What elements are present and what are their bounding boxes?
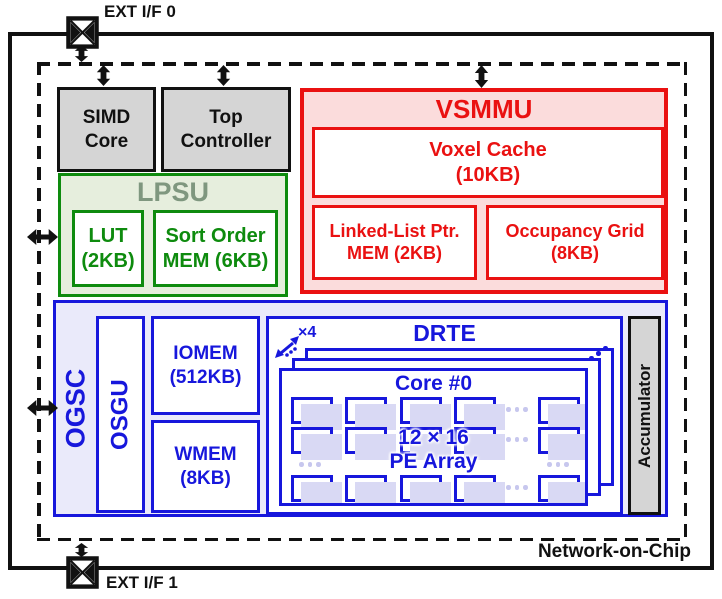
crossbar-switch-icon xyxy=(66,16,99,49)
drte-title: DRTE xyxy=(413,320,476,346)
ogsc-block: OGSC OSGU IOMEM (512KB) WMEM (8KB) DRTE … xyxy=(53,300,668,517)
osgu-text: OSGU xyxy=(106,379,134,450)
pe-ellipsis xyxy=(299,462,321,467)
ext-if-1-label: EXT I/F 1 xyxy=(106,573,178,592)
noc-border-left xyxy=(37,62,41,541)
drte-block: DRTE ×4 Core #0 xyxy=(266,316,623,515)
pe-cell xyxy=(454,427,505,460)
ogsc-title: OGSC xyxy=(56,303,96,514)
pe-cell xyxy=(538,427,585,460)
accumulator-text: Accumulator xyxy=(634,363,654,468)
occupancy-grid-block: Occupancy Grid (8KB) xyxy=(486,205,664,280)
bidir-arrow-icon xyxy=(27,229,58,245)
pe-cell xyxy=(345,397,396,430)
pe-cell xyxy=(291,427,342,460)
bidir-arrow-icon xyxy=(74,45,89,62)
noc-border-bottom xyxy=(37,537,687,541)
linked-list-ptr-mem-block: Linked-List Ptr. MEM (2KB) xyxy=(312,205,477,280)
chip-outer-boundary xyxy=(8,32,714,570)
pe-cell xyxy=(538,475,585,503)
pe-cell xyxy=(454,475,505,503)
lpsu-title: LPSU xyxy=(136,177,209,207)
stack-ellipsis-dot xyxy=(603,346,608,351)
core-count-label: ×4 xyxy=(298,324,317,341)
osgu-block: OSGU xyxy=(96,316,145,513)
ogsc-title-text: OGSC xyxy=(60,368,91,449)
pe-cell xyxy=(538,397,585,430)
accumulator-block: Accumulator xyxy=(628,316,661,515)
pe-ellipsis xyxy=(506,485,528,490)
pe-cell xyxy=(345,475,396,503)
pe-cell xyxy=(400,475,451,503)
sort-order-mem-block: Sort Order MEM (6KB) xyxy=(153,210,278,287)
simd-core-block: SIMD Core xyxy=(57,87,156,172)
lpsu-block: LPSU LUT (2KB) Sort Order MEM (6KB) xyxy=(58,173,288,297)
pe-cell xyxy=(400,397,451,430)
noc-border-top xyxy=(37,62,687,66)
pe-ellipsis xyxy=(547,462,569,467)
bidir-arrow-icon xyxy=(96,65,111,86)
iomem-block: IOMEM (512KB) xyxy=(151,316,260,415)
top-controller-block: Top Controller xyxy=(161,87,291,172)
stack-expand-arrow-icon xyxy=(273,334,303,362)
bidir-arrow-icon xyxy=(216,65,231,86)
vsmmu-title: VSMMU xyxy=(435,94,533,124)
bidir-arrow-icon xyxy=(74,543,89,557)
lut-block: LUT (2KB) xyxy=(72,210,144,287)
stack-ellipsis-dot xyxy=(589,356,594,361)
crossbar-switch-icon xyxy=(66,556,99,589)
pe-ellipsis xyxy=(506,407,528,412)
vsmmu-block: VSMMU Voxel Cache (10KB) Linked-List Ptr… xyxy=(300,88,668,294)
wmem-block: WMEM (8KB) xyxy=(151,420,260,513)
pe-cell xyxy=(291,475,342,503)
ext-if-0-label: EXT I/F 0 xyxy=(104,2,176,21)
noc-label: Network-on-Chip xyxy=(537,541,691,562)
pe-cell xyxy=(291,397,342,430)
noc-border-right xyxy=(683,62,687,541)
pe-cell xyxy=(400,427,451,460)
core-0-card: Core #0 12 × 16 PE Arra xyxy=(279,368,588,506)
bidir-arrow-icon xyxy=(27,400,58,416)
bidir-arrow-icon xyxy=(474,65,489,88)
noc-dashed-boundary xyxy=(37,62,687,541)
pe-cell xyxy=(345,427,396,460)
voxel-cache-block: Voxel Cache (10KB) xyxy=(312,127,664,198)
core-0-title: Core #0 xyxy=(394,372,473,395)
pe-cell xyxy=(454,397,505,430)
stack-ellipsis-dot xyxy=(596,351,601,356)
pe-array-label: 12 × 16 PE Array xyxy=(389,426,478,473)
pe-ellipsis xyxy=(506,437,528,442)
